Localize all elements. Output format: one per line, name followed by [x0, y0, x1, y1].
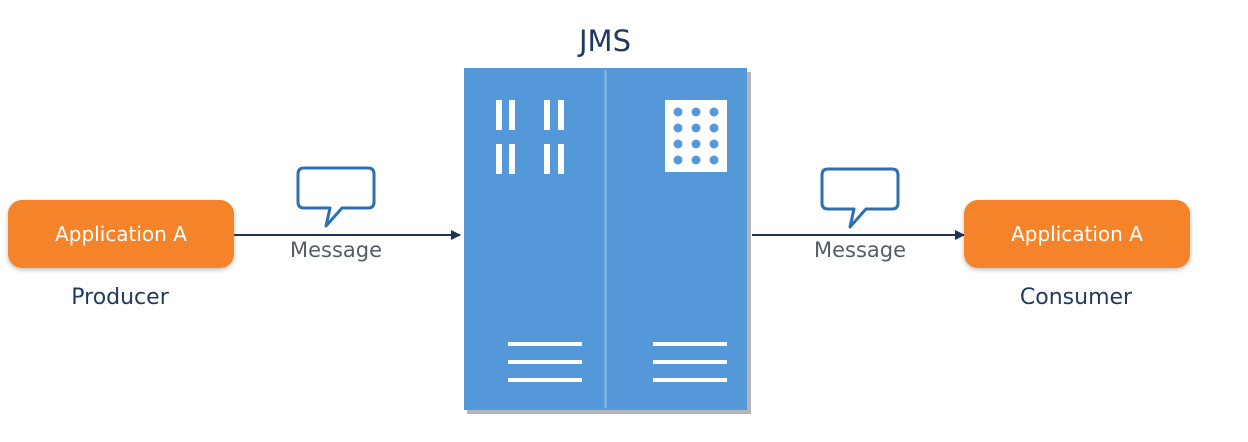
consumer-application-box: Application A [964, 200, 1190, 268]
consumer-role-label: Consumer [1019, 285, 1133, 310]
speech-bubble-icon [296, 166, 376, 228]
producer-application-box: Application A [8, 200, 234, 268]
message-label-left: Message [289, 238, 383, 262]
speech-bubble-icon [820, 167, 900, 229]
server-cabinet-icon [464, 68, 751, 414]
server-lines-left [508, 342, 582, 382]
message-label-right: Message [813, 238, 907, 262]
diagram-title: JMS [579, 24, 631, 58]
server-dot-panel [665, 100, 727, 172]
server-vent-slots [496, 100, 564, 174]
consumer-application-label: Application A [1011, 222, 1143, 246]
server-lines-right [653, 342, 727, 382]
producer-application-label: Application A [55, 222, 187, 246]
producer-role-label: Producer [71, 285, 169, 310]
